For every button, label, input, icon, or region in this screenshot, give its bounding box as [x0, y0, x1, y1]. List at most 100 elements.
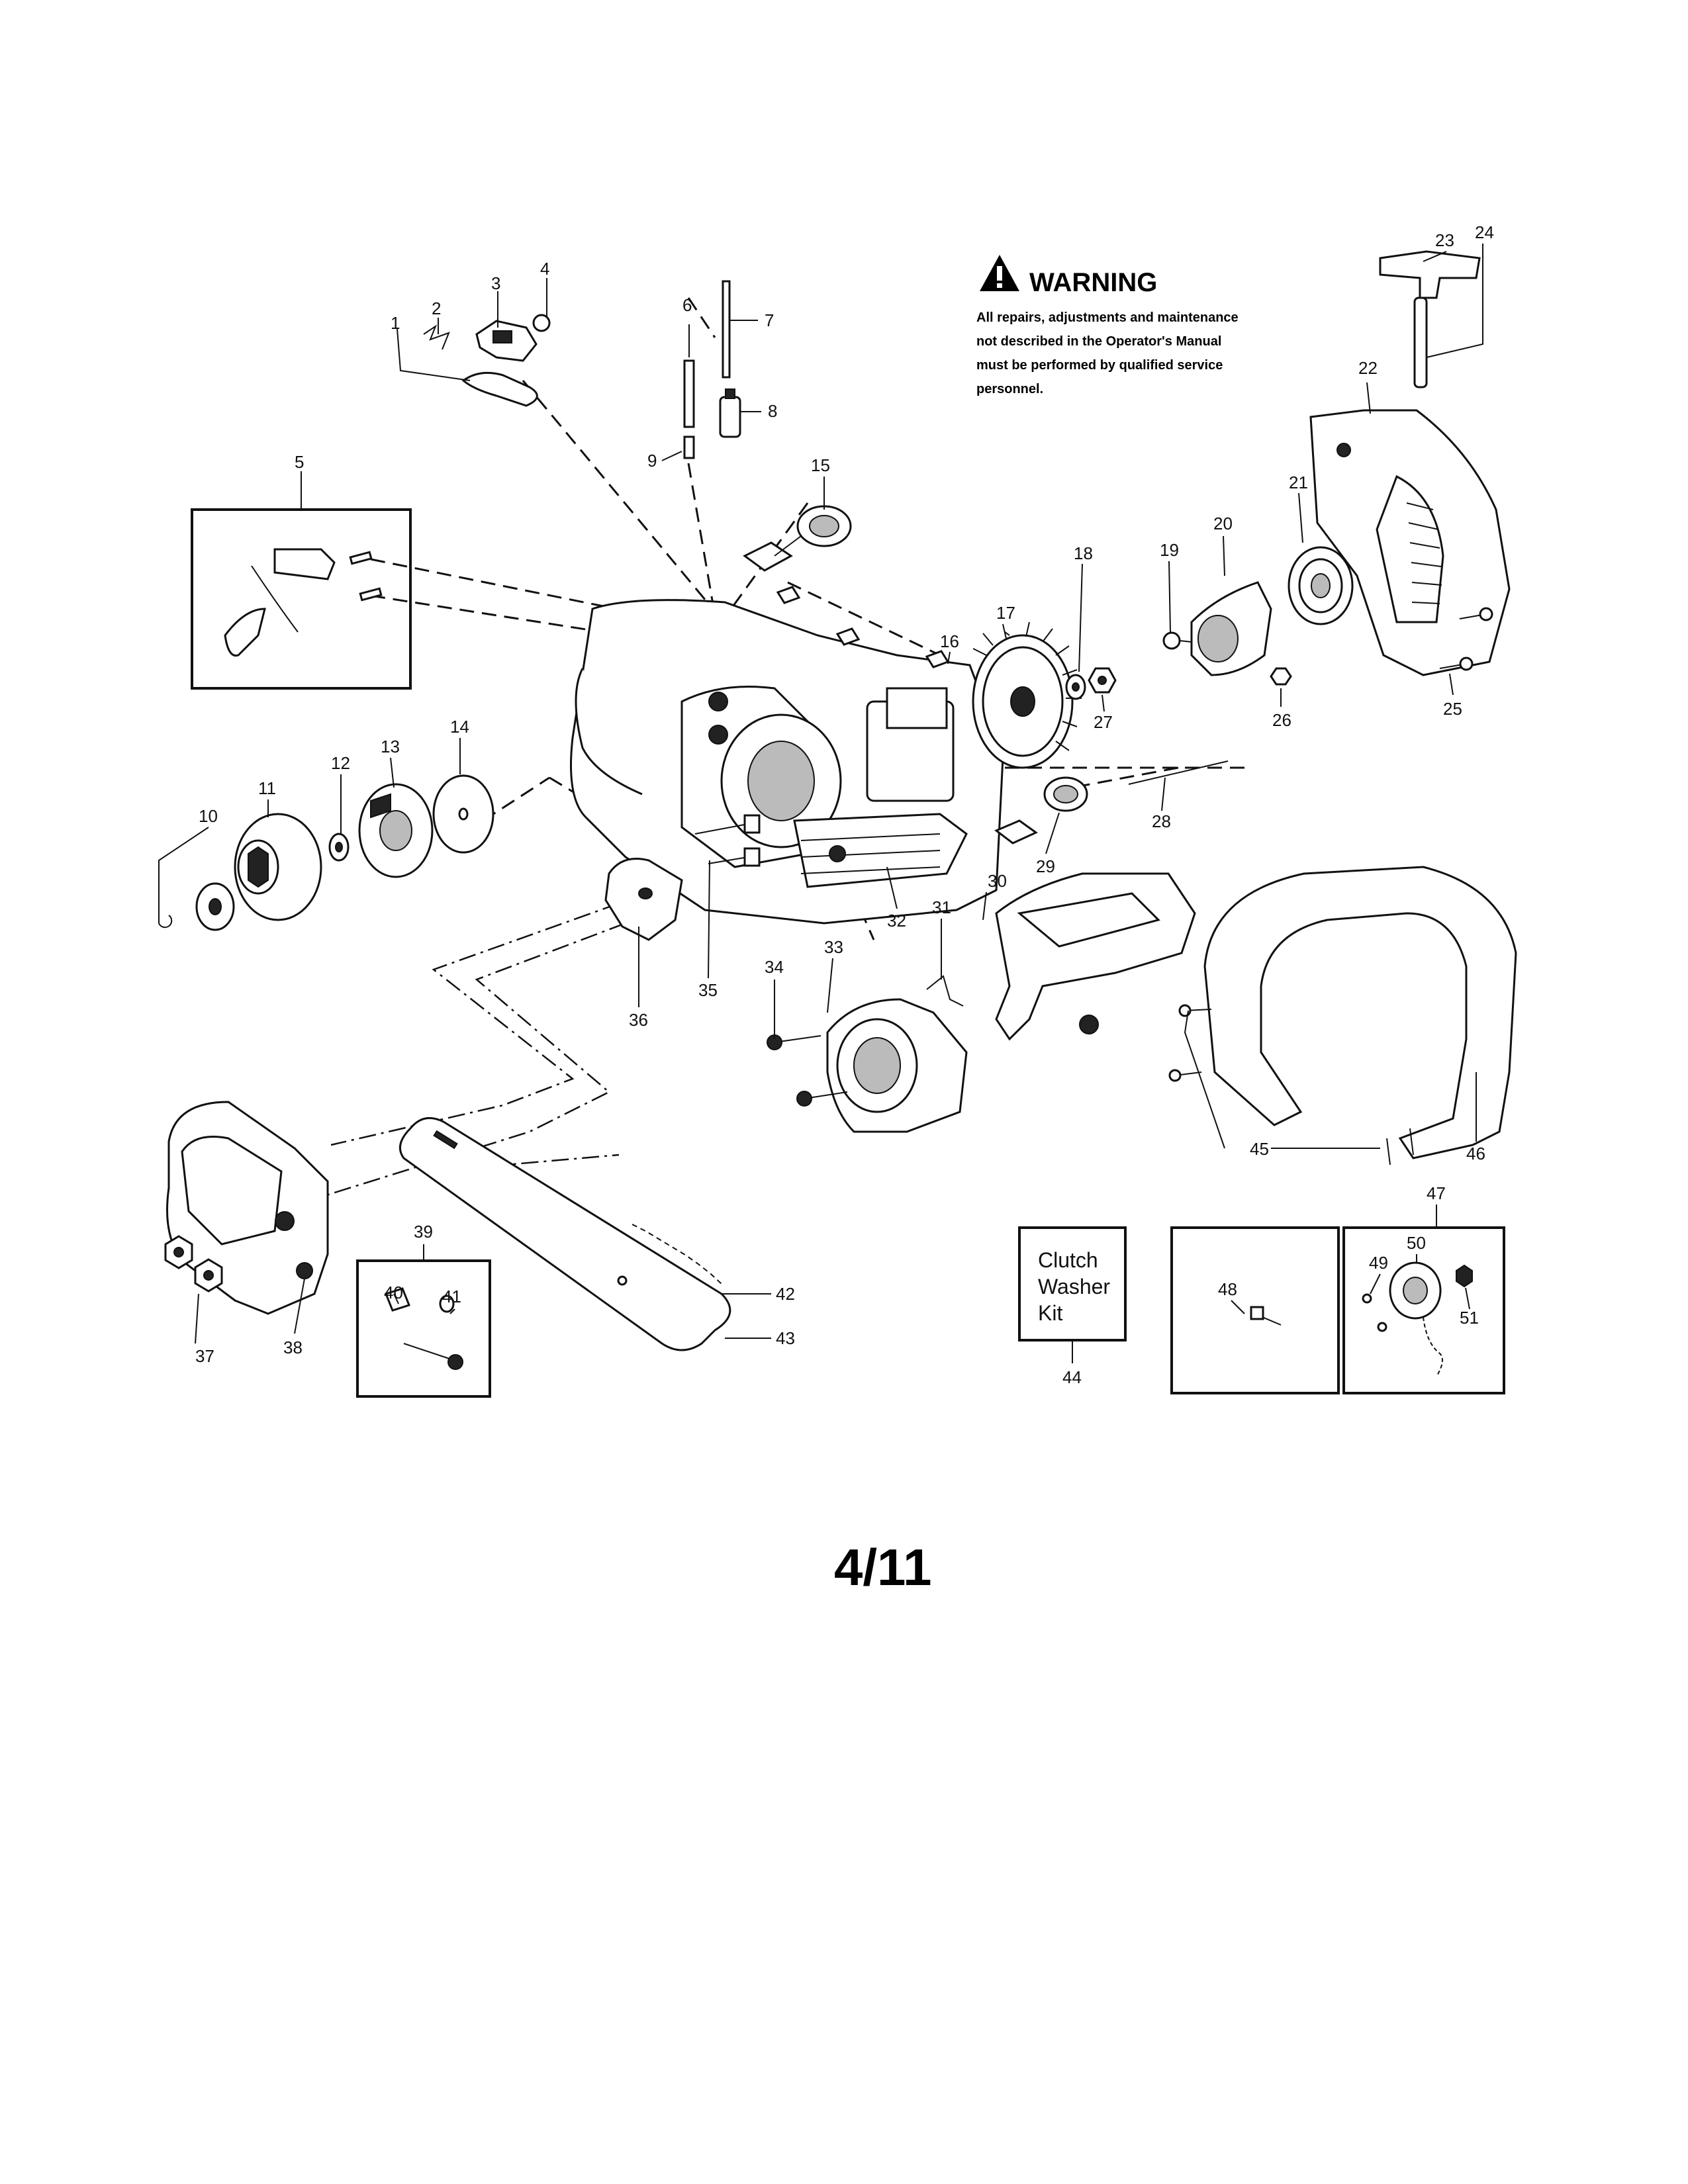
callout-48: 48 — [1218, 1279, 1237, 1299]
part-17-flywheel — [972, 621, 1082, 769]
callout-42: 42 — [776, 1284, 795, 1304]
part-45-screws — [1168, 1004, 1414, 1165]
part-26-nut — [1270, 667, 1292, 686]
warning-line-2: not described in the Operator's Manual — [976, 334, 1221, 349]
callout-40: 40 — [384, 1283, 403, 1302]
callout-9: 9 — [647, 451, 657, 471]
callout-15: 15 — [811, 455, 830, 475]
callout-11: 11 — [258, 778, 276, 798]
callout-5: 5 — [295, 452, 304, 472]
part-46-front-handle — [1203, 866, 1517, 1160]
part-16-clips — [776, 586, 950, 668]
part-12-washer — [328, 833, 350, 862]
callout-34: 34 — [765, 957, 784, 977]
callout-1: 1 — [391, 313, 400, 333]
engine-housing — [570, 599, 1004, 925]
part-8-sleeve — [719, 388, 741, 438]
callout-10: 10 — [199, 806, 218, 826]
callout-32: 32 — [887, 911, 906, 931]
part-29-fitting — [994, 776, 1088, 844]
part-10-e-clip — [158, 915, 173, 929]
callout-38: 38 — [283, 1338, 303, 1357]
kit-line-2: Washer — [1038, 1275, 1110, 1298]
warning-line-1: All repairs, adjustments and maintenance — [976, 310, 1239, 325]
part-10-washer — [195, 882, 235, 931]
callout-14: 14 — [450, 717, 469, 737]
part-25-screws — [1439, 607, 1493, 671]
callout-45: 45 — [1250, 1139, 1269, 1159]
part-22-starter-housing — [1309, 409, 1511, 676]
callout-17: 17 — [996, 603, 1015, 623]
callout-43: 43 — [776, 1328, 795, 1348]
callout-20: 20 — [1213, 514, 1233, 533]
part-48-pin — [1250, 1306, 1282, 1326]
part-27-nut — [1088, 667, 1117, 694]
callout-46: 46 — [1466, 1144, 1485, 1163]
part-47-oil-pump-kit — [1362, 1261, 1473, 1377]
callout-37: 37 — [195, 1346, 214, 1366]
callout-numbers: 1 2 3 4 5 6 7 8 9 15 16 17 18 27 19 20 2… — [195, 222, 1494, 1387]
part-11-clutch-drum — [234, 813, 322, 921]
part-39-tensioner-kit — [385, 1287, 463, 1370]
callout-4: 4 — [540, 259, 549, 279]
callout-3: 3 — [491, 273, 500, 293]
part-31-spring — [926, 975, 964, 1007]
callout-33: 33 — [824, 937, 843, 957]
callout-36: 36 — [629, 1010, 648, 1030]
part-6-pin — [683, 359, 695, 428]
part-30-chain-brake — [995, 872, 1196, 1041]
callout-47: 47 — [1427, 1183, 1446, 1203]
part-14-plate — [432, 774, 494, 854]
part-3-trigger-assembly — [475, 320, 538, 362]
part-4-clip — [532, 314, 551, 332]
callout-50: 50 — [1407, 1233, 1426, 1253]
part-48-box — [1170, 1226, 1340, 1394]
part-47-box — [1342, 1226, 1505, 1394]
part-39-box — [356, 1259, 491, 1398]
callout-30: 30 — [988, 871, 1007, 891]
callout-12: 12 — [331, 753, 350, 773]
warning-title: WARNING — [1029, 268, 1157, 297]
part-9-small-pin — [683, 435, 695, 459]
part-19-screw — [1162, 631, 1192, 650]
assembly-lines — [317, 297, 1244, 1199]
part-34-screws — [767, 1034, 848, 1107]
callout-39: 39 — [414, 1222, 433, 1242]
callout-19: 19 — [1160, 540, 1179, 560]
part-5-throttle-kit — [224, 548, 383, 657]
leader-lines — [158, 244, 1483, 1363]
part-28-shaft — [1128, 760, 1229, 785]
kit-line-3: Kit — [1038, 1301, 1062, 1325]
part-15-fitting — [743, 505, 852, 572]
part-1-lever — [461, 371, 538, 407]
callout-26: 26 — [1272, 710, 1291, 730]
callout-13: 13 — [381, 737, 400, 756]
part-35-bolts — [694, 814, 761, 867]
callout-51: 51 — [1460, 1308, 1479, 1328]
callout-22: 22 — [1358, 358, 1378, 378]
callout-18: 18 — [1074, 543, 1093, 563]
part-23-starter-handle — [1379, 250, 1481, 299]
callout-31: 31 — [932, 897, 951, 917]
warning-line-4: personnel. — [976, 382, 1043, 396]
kit-line-1: Clutch — [1038, 1248, 1098, 1272]
page-number: 4/11 — [834, 1538, 932, 1596]
part-20-starter-pulley — [1190, 581, 1272, 676]
part-37-nuts — [164, 1235, 223, 1293]
part-36-plate — [604, 858, 683, 941]
callout-25: 25 — [1443, 699, 1462, 719]
callout-28: 28 — [1152, 811, 1171, 831]
part-7-rod — [722, 280, 731, 379]
part-2-spring — [423, 324, 450, 350]
warning-notice: WARNING All repairs, adjustments and mai… — [976, 255, 1239, 396]
warning-line-3: must be performed by qualified service — [976, 358, 1223, 373]
callout-8: 8 — [768, 401, 777, 421]
callout-16: 16 — [940, 631, 959, 651]
callout-2: 2 — [432, 298, 441, 318]
callout-7: 7 — [765, 310, 774, 330]
warning-triangle-icon — [980, 255, 1019, 291]
part-43-guide-bar — [399, 1116, 731, 1351]
callout-44: 44 — [1062, 1367, 1082, 1387]
part-21-spring — [1288, 546, 1354, 625]
